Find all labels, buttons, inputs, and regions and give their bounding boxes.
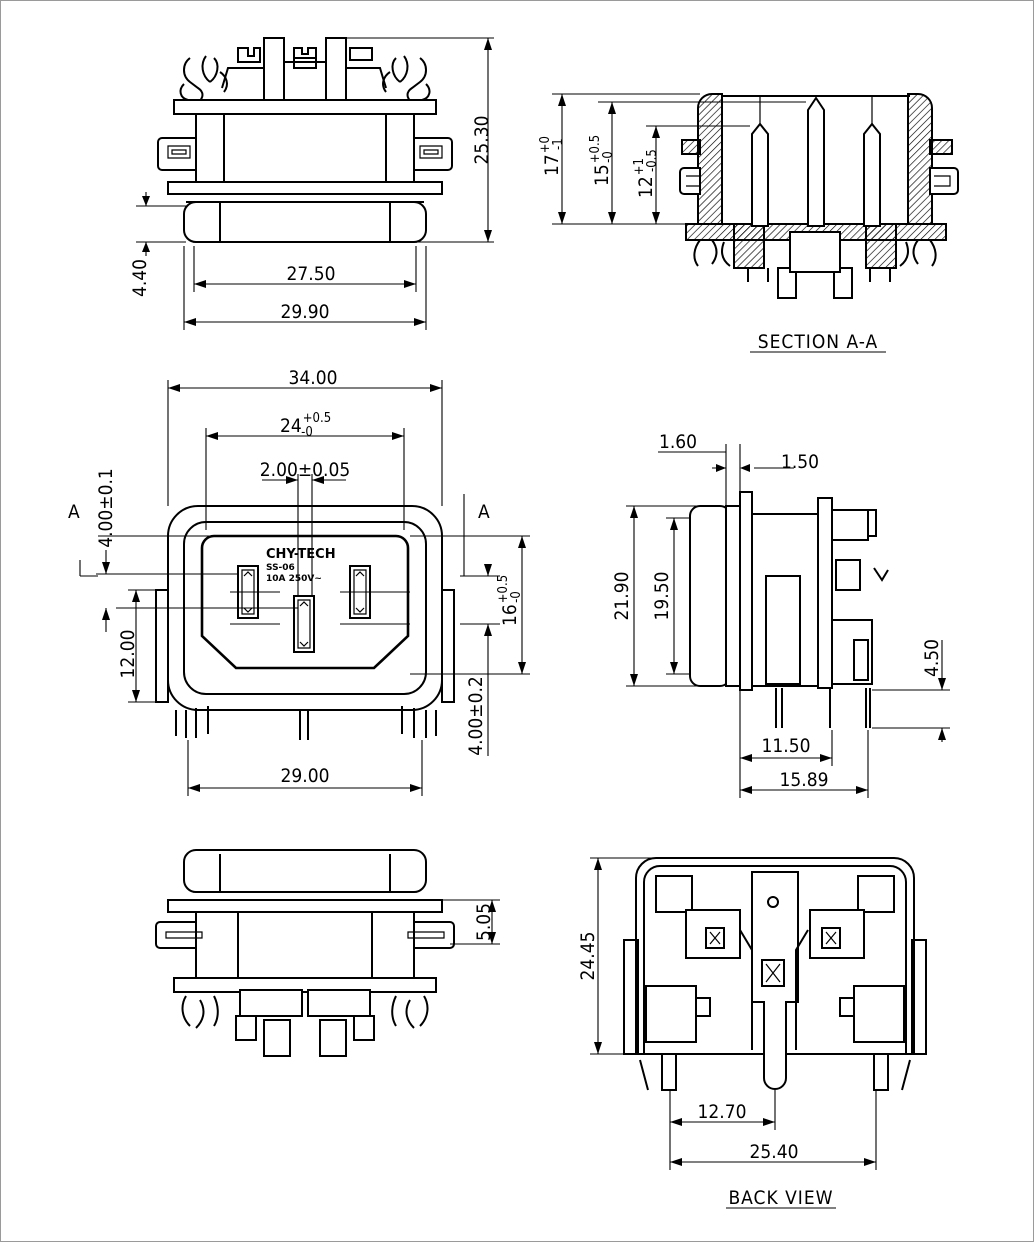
dim-back-pitch: 25.40 <box>750 1141 799 1163</box>
dim-side-gap: 1.50 <box>781 451 819 473</box>
marking-rating: 10A 250V~ <box>266 574 322 584</box>
dim-top-outer-width: 29.90 <box>281 301 330 323</box>
marking-model: SS-06 <box>266 563 295 573</box>
dim-back-half-pitch: 12.70 <box>698 1101 747 1123</box>
dim-lower-offset: 4.00±0.2 <box>465 676 487 756</box>
dim-pin-offset: 4.00±0.1 <box>95 468 117 548</box>
top-pin-left <box>263 37 285 107</box>
dim-section-c: 12+1-0.5 <box>632 149 660 198</box>
section-view <box>679 93 959 299</box>
section-mark-left: A <box>68 501 80 523</box>
front-view: CHY-TECH SS-06 10A 250V~ <box>155 505 455 740</box>
section-title: SECTION A-A <box>758 331 878 353</box>
dimension-labels: 25.30 4.40 27.50 29.90 17+0-1 15+0.5-0 1… <box>68 116 943 1209</box>
dim-top-height: 25.30 <box>471 116 493 165</box>
dim-front-width: 34.00 <box>289 367 338 389</box>
dim-side-depth: 11.50 <box>762 735 811 757</box>
dim-side-flange: 1.60 <box>659 431 697 453</box>
dim-back-height: 24.45 <box>577 932 599 981</box>
dim-top-flange: 4.40 <box>129 259 151 297</box>
dim-side-inner-height: 19.50 <box>651 572 673 621</box>
dim-front-opening: 24+0.5-0 <box>280 411 331 440</box>
back-view <box>623 857 927 1091</box>
side-view <box>689 491 889 728</box>
section-mark-right: A <box>478 501 490 523</box>
dim-top-inner-width: 27.50 <box>287 263 336 285</box>
marking-brand: CHY-TECH <box>266 547 336 562</box>
dim-section-b: 15+0.5-0 <box>588 135 616 186</box>
dim-section-a: 17+0-1 <box>538 136 566 176</box>
dim-side-outer-height: 21.90 <box>611 572 633 621</box>
dimension-lines <box>79 37 950 1209</box>
top-pin-right <box>325 37 347 107</box>
bottom-view <box>155 849 455 1057</box>
dim-side-pin-length: 4.50 <box>921 639 943 677</box>
dim-bottom-clip: 5.05 <box>473 903 495 941</box>
dim-front-height: 12.00 <box>117 630 139 679</box>
dim-opening-height: 16+0.5-0 <box>496 575 524 626</box>
dim-pin-span: 29.00 <box>281 765 330 787</box>
dim-pin-width: 2.00±0.05 <box>260 459 350 481</box>
inlet-opening <box>200 534 410 670</box>
back-view-title: BACK VIEW <box>728 1187 833 1209</box>
top-view <box>157 37 453 243</box>
dim-side-total-depth: 15.89 <box>780 769 829 791</box>
